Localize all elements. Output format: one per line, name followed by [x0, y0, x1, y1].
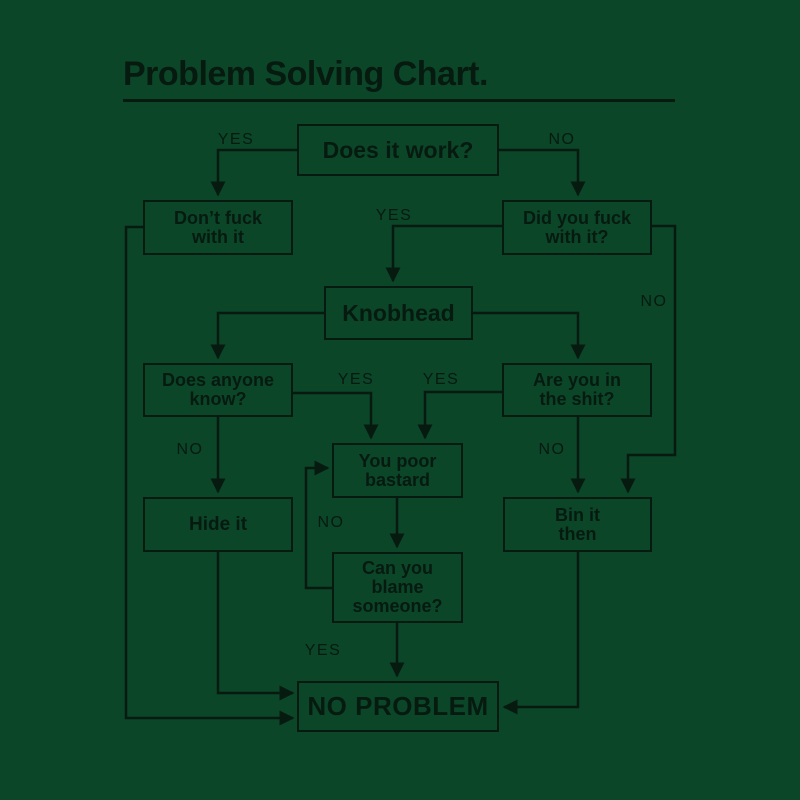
node-can-you-blame-someone: Can you blame someone? [332, 552, 463, 623]
edge-label-yes-top-left: YES [217, 131, 255, 148]
page-title: Problem Solving Chart. [123, 55, 488, 93]
node-did-you-fuck-with-it: Did you fuck with it? [502, 200, 652, 255]
node-knobhead: Knobhead [324, 286, 473, 340]
edge-label-no-top-right: NO [548, 131, 576, 148]
edge-label-no-cant-blame: NO [317, 514, 345, 531]
node-does-it-work: Does it work? [297, 124, 499, 176]
edge-label-yes-to-knobhead: YES [375, 207, 413, 224]
edge-label-yes-anyone-knows: YES [337, 371, 375, 388]
node-no-problem: NO PROBLEM [297, 681, 499, 732]
node-dont-fuck-with-it: Don’t fuck with it [143, 200, 293, 255]
title-underline [123, 99, 675, 102]
node-you-poor-bastard: You poor bastard [332, 443, 463, 498]
edge-label-no-nobody-knows: NO [176, 441, 204, 458]
node-does-anyone-know: Does anyone know? [143, 363, 293, 417]
edge-label-no-long-right: NO [640, 293, 668, 310]
node-are-you-in-the-shit: Are you in the shit? [502, 363, 652, 417]
node-hide-it: Hide it [143, 497, 293, 552]
edge-label-no-not-in-shit: NO [538, 441, 566, 458]
edge-label-yes-can-blame: YES [304, 642, 342, 659]
edge-label-yes-in-the-shit: YES [422, 371, 460, 388]
node-bin-it-then: Bin it then [503, 497, 652, 552]
